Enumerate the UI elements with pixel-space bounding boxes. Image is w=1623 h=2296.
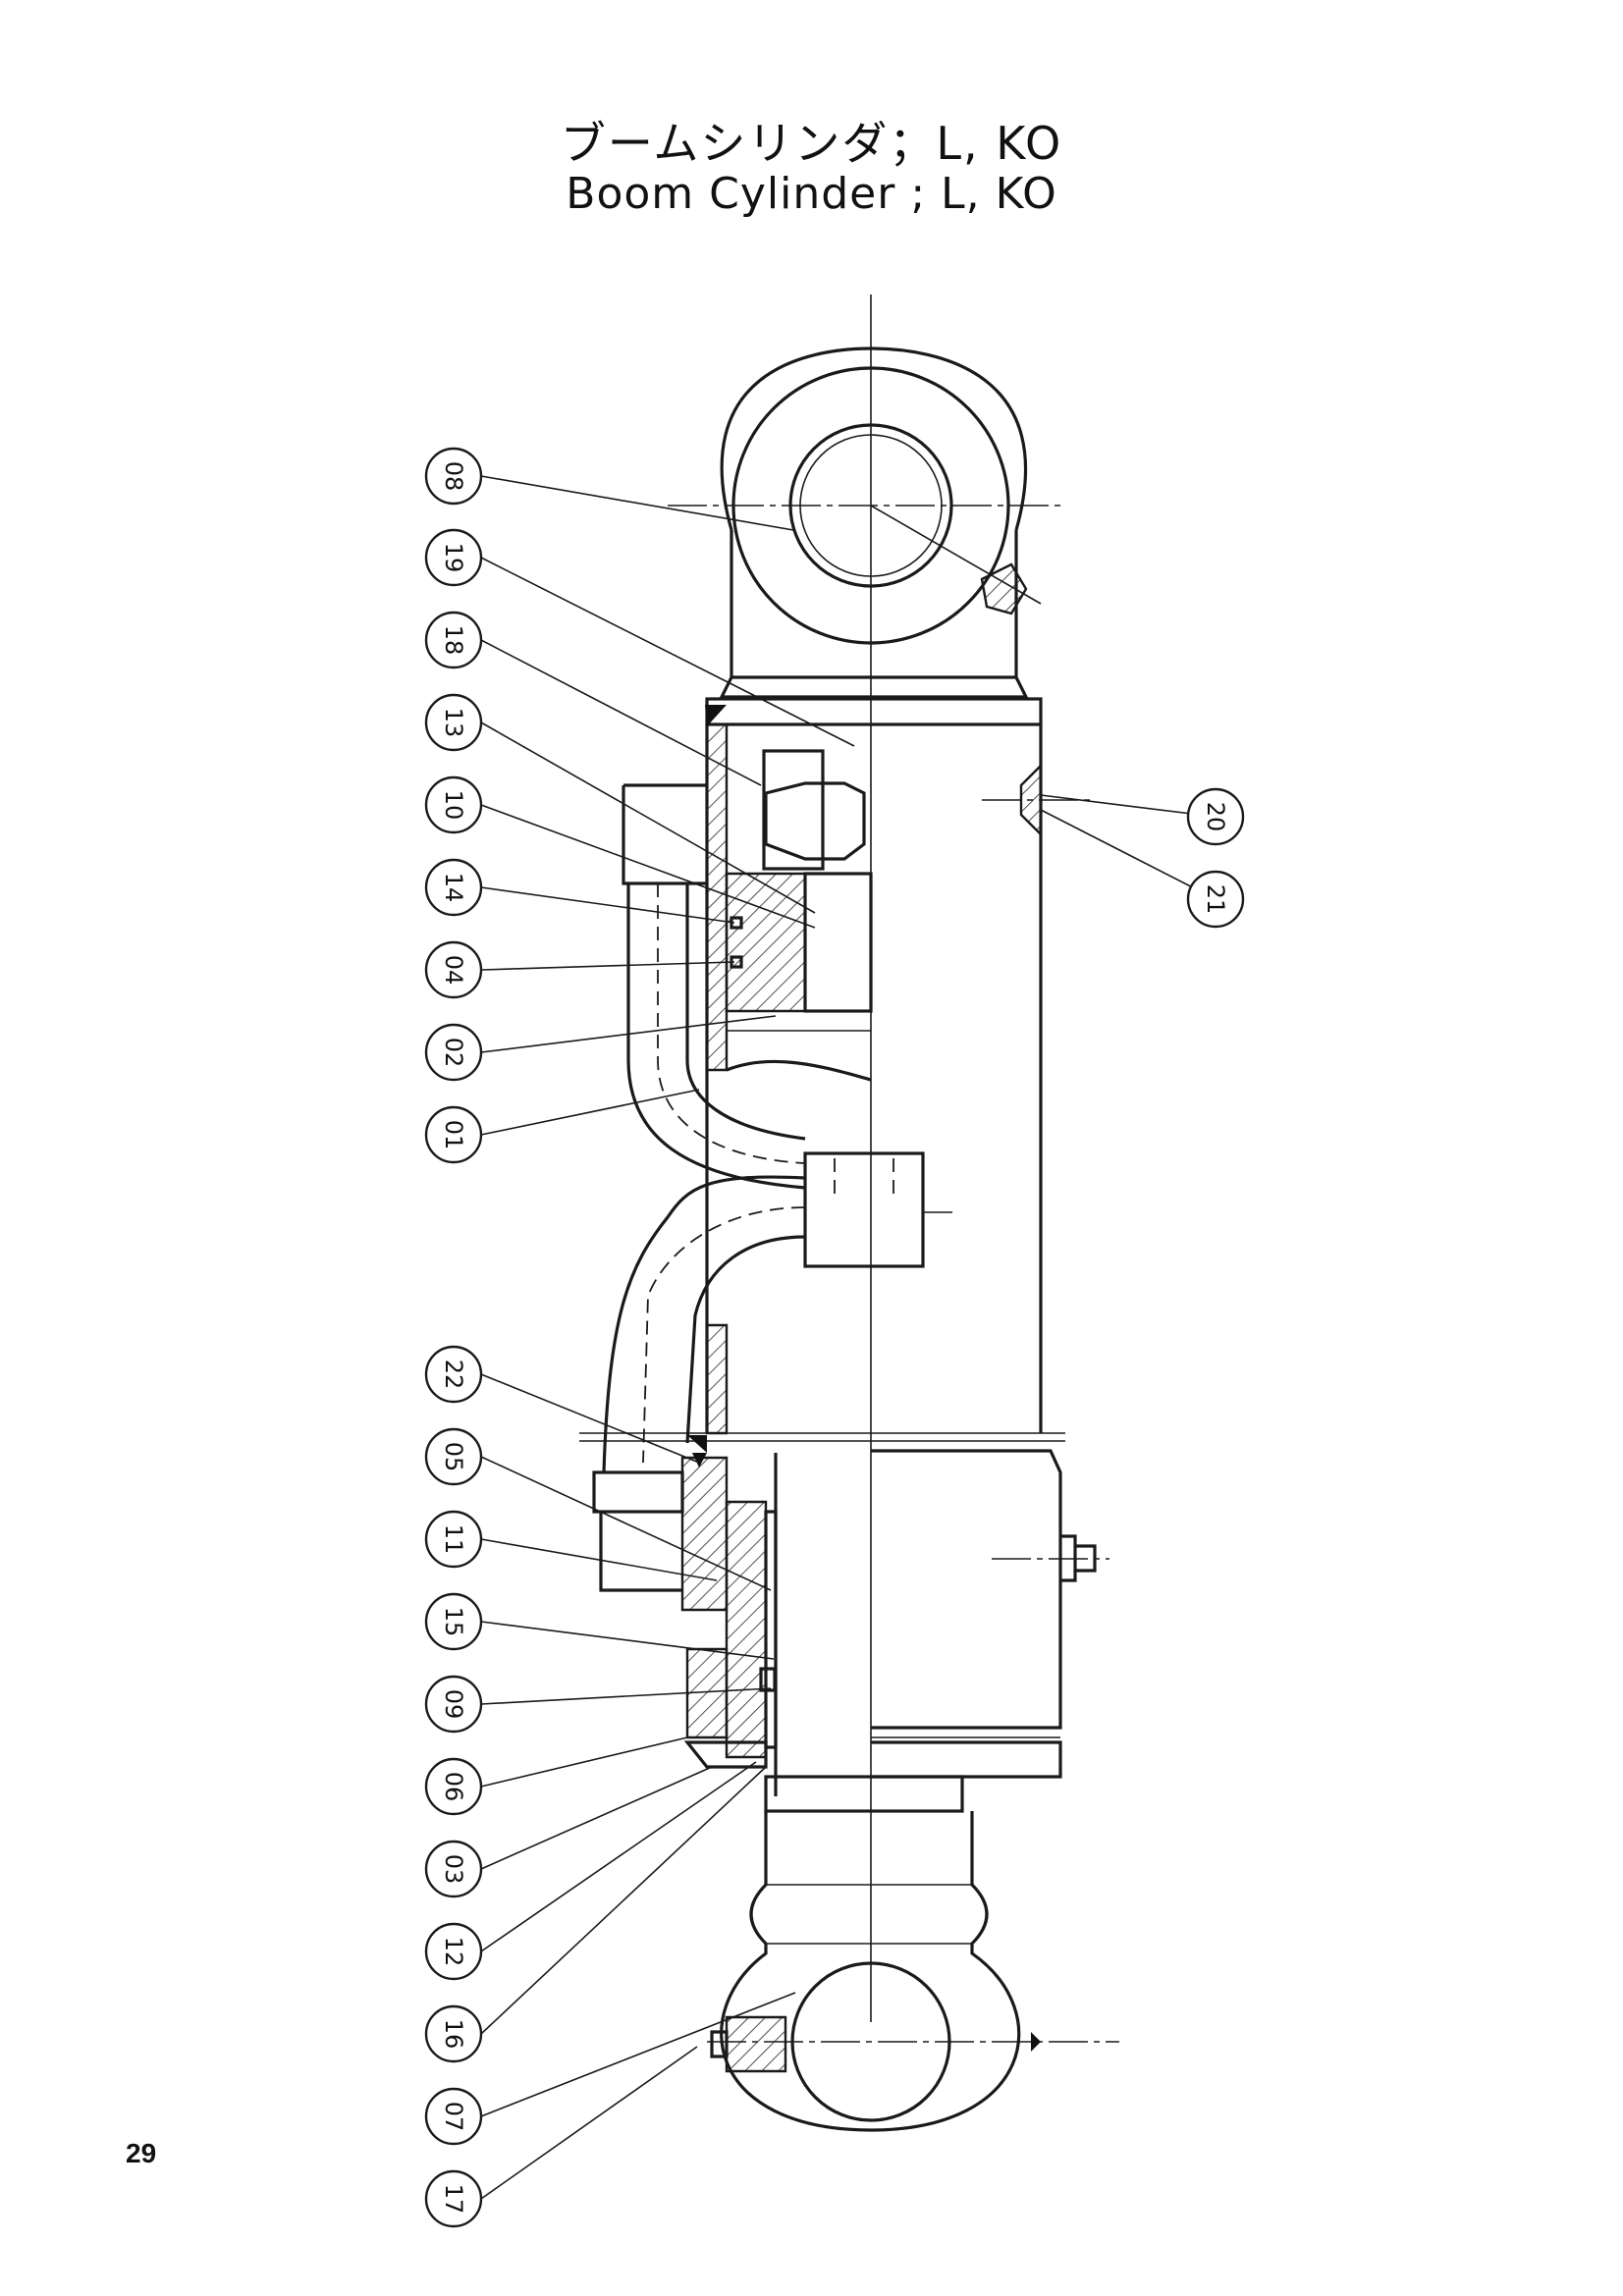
callout-circle: [424, 1023, 483, 1082]
callout-17: 17: [424, 2169, 483, 2228]
callout-label: 06: [440, 1772, 467, 1802]
callout-circle: [424, 611, 483, 669]
callout-04: 04: [424, 940, 483, 999]
callout-label: 09: [440, 1689, 467, 1720]
callout-label: 19: [440, 543, 467, 573]
callout-bubbles: 08 19 18 13 10 14 04 02 01 22 05 11 15 09 06 03 12 16 07 17…: [424, 447, 1245, 2228]
callout-label: 11: [440, 1524, 467, 1555]
callout-circle: [424, 1345, 483, 1404]
page-number: 29: [126, 2138, 157, 2168]
piston-assembly: [725, 749, 873, 1082]
top-clevis: [668, 347, 1060, 726]
callout-circle: [424, 1105, 483, 1164]
callout-19: 19: [424, 528, 483, 587]
callout-label: 16: [440, 2019, 467, 2050]
callout-12: 12: [424, 1922, 483, 1981]
bottom-eye: [707, 1811, 1119, 2132]
callout-15: 15: [424, 1592, 483, 1651]
callout-label: 04: [440, 955, 467, 986]
callout-circle: [424, 528, 483, 587]
callout-label: 17: [440, 2184, 467, 2215]
callout-label: 12: [440, 1937, 467, 1967]
callout-circle: [424, 2004, 483, 2063]
callout-label: 07: [440, 2102, 467, 2132]
leader-lines: [480, 475, 1217, 2200]
callout-01: 01: [424, 1105, 483, 1164]
piston-rod: [764, 1449, 1109, 1813]
callout-09: 09: [424, 1675, 483, 1734]
callout-circle: [424, 1840, 483, 1898]
callout-circle: [424, 2169, 483, 2228]
title-japanese: ブームシリンダ；L, KO: [560, 117, 1063, 170]
callout-16: 16: [424, 2004, 483, 2063]
callout-label: 14: [440, 873, 467, 903]
callout-label: 21: [1202, 884, 1229, 915]
callout-10: 10: [424, 775, 483, 834]
callout-08: 08: [424, 447, 483, 506]
callout-circle: [424, 1757, 483, 1816]
callout-label: 10: [440, 790, 467, 821]
rod-head: [680, 1453, 778, 1769]
callout-label: 02: [440, 1038, 467, 1068]
callout-circle: [424, 775, 483, 834]
callout-07: 07: [424, 2087, 483, 2146]
callout-label: 08: [440, 461, 467, 492]
callout-circle: [424, 1592, 483, 1651]
callout-02: 02: [424, 1023, 483, 1082]
callout-14: 14: [424, 858, 483, 917]
callout-label: 03: [440, 1854, 467, 1885]
callout-circle: [1186, 870, 1245, 929]
callout-label: 13: [440, 708, 467, 738]
hydraulic-pipe: [592, 783, 952, 1592]
callout-label: 22: [440, 1360, 467, 1390]
callout-circle: [424, 447, 483, 506]
callout-20: 20: [1186, 787, 1245, 846]
title-english: Boom Cylinder ; L, KO: [566, 169, 1057, 219]
callout-circle: [424, 1427, 483, 1486]
callout-label: 20: [1202, 802, 1229, 832]
callout-18: 18: [424, 611, 483, 669]
callout-circle: [424, 2087, 483, 2146]
callout-circle: [424, 940, 483, 999]
callout-label: 15: [440, 1607, 467, 1637]
callout-circle: [424, 1675, 483, 1734]
callout-03: 03: [424, 1840, 483, 1898]
callout-label: 05: [440, 1442, 467, 1472]
callout-13: 13: [424, 693, 483, 752]
callout-21: 21: [1186, 870, 1245, 929]
callout-22: 22: [424, 1345, 483, 1404]
callout-circle: [1186, 787, 1245, 846]
callout-label: 01: [440, 1120, 467, 1150]
callout-circle: [424, 1510, 483, 1569]
callout-circle: [424, 858, 483, 917]
callout-circle: [424, 693, 483, 752]
callout-label: 18: [440, 625, 467, 656]
grease-fitting: [982, 763, 1090, 837]
callout-11: 11: [424, 1510, 483, 1569]
callout-06: 06: [424, 1757, 483, 1816]
callout-circle: [424, 1922, 483, 1981]
callout-05: 05: [424, 1427, 483, 1486]
